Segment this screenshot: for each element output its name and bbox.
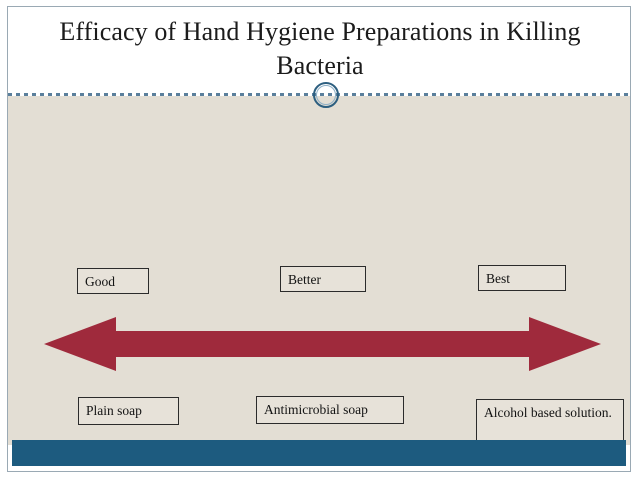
label-better: Better [280, 266, 366, 292]
label-good: Good [77, 268, 149, 294]
label-plain-soap: Plain soap [78, 397, 179, 425]
label-alcohol-solution: Alcohol based solution. [476, 399, 624, 443]
label-best: Best [478, 265, 566, 291]
circle-ornament-icon [313, 82, 339, 108]
double-headed-arrow-icon [44, 301, 601, 375]
page-title: Efficacy of Hand Hygiene Preparations in… [59, 17, 581, 80]
footer-bar [12, 440, 626, 466]
slide-canvas: Efficacy of Hand Hygiene Preparations in… [7, 6, 631, 472]
title-band: Efficacy of Hand Hygiene Preparations in… [8, 7, 630, 93]
slide-body: Good Better Best Plain soap Antimicrobia… [8, 96, 630, 445]
label-antimicrobial-soap: Antimicrobial soap [256, 396, 404, 424]
